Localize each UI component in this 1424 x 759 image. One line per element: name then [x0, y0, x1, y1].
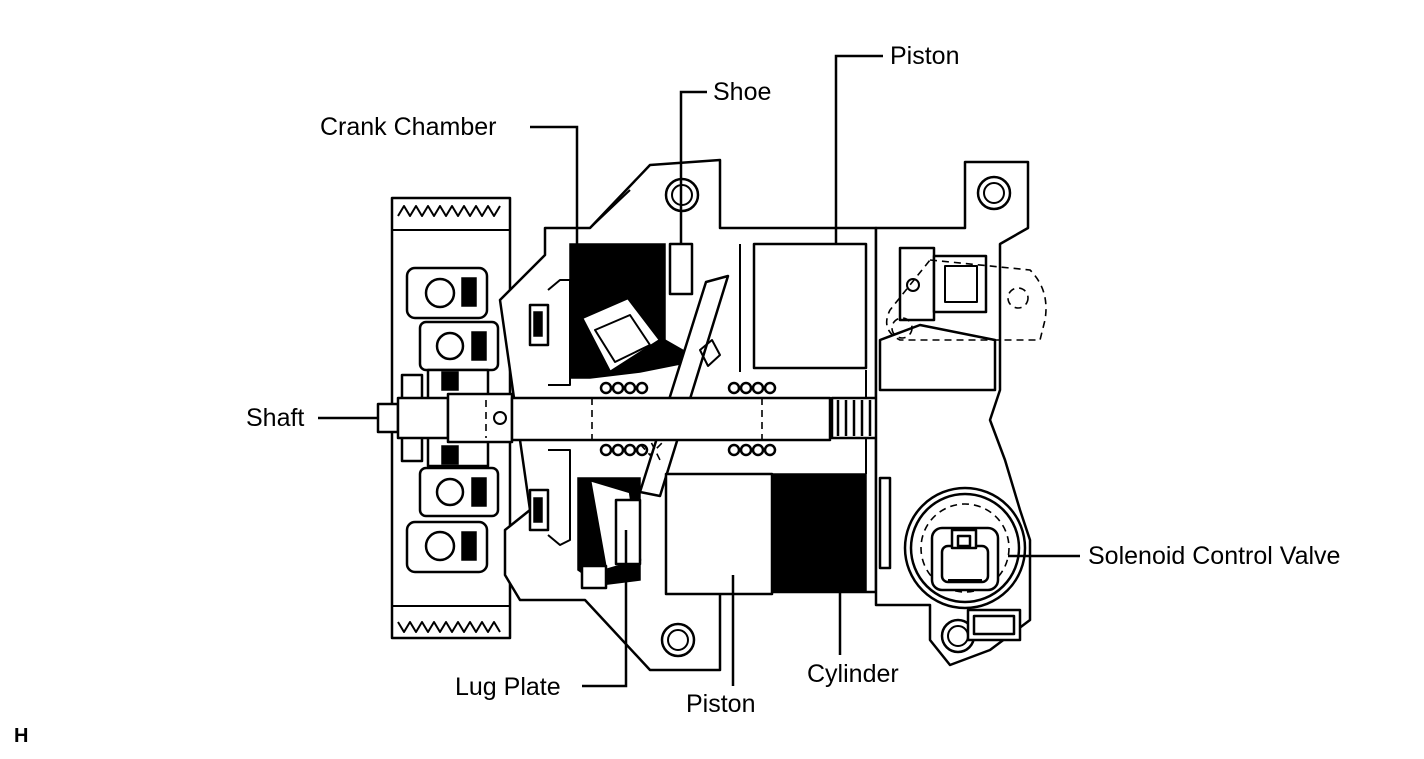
label-piston-bottom-text: Piston	[686, 690, 755, 718]
label-lug-plate-text: Lug Plate	[455, 673, 561, 701]
cylinder-block	[771, 370, 867, 593]
label-shaft-text: Shaft	[246, 404, 304, 432]
label-lug-plate: Lug Plate	[455, 530, 628, 701]
label-shaft: Shaft	[246, 404, 378, 432]
reference-code: H	[14, 725, 28, 747]
rear-housing	[874, 160, 1047, 667]
label-piston-bottom: Piston	[686, 575, 755, 718]
label-crank-chamber: Crank Chamber	[320, 113, 579, 262]
ball-bearings-upper	[599, 381, 777, 395]
label-shoe-text: Shoe	[713, 78, 771, 106]
piston-lower	[664, 472, 774, 596]
label-solenoid-control-valve-text: Solenoid Control Valve	[1088, 542, 1340, 570]
label-solenoid-control-valve: Solenoid Control Valve	[1008, 542, 1340, 570]
label-piston-top-text: Piston	[890, 42, 959, 70]
label-cylinder-text: Cylinder	[807, 660, 899, 688]
piston-upper	[739, 242, 868, 372]
shaft	[376, 392, 832, 444]
label-piston-top: Piston	[834, 42, 959, 244]
ball-bearings-lower	[599, 443, 777, 457]
solenoid-control-valve	[903, 486, 1027, 642]
label-crank-chamber-text: Crank Chamber	[320, 113, 496, 141]
label-shoe: Shoe	[679, 78, 771, 244]
label-cylinder: Cylinder	[807, 566, 899, 688]
